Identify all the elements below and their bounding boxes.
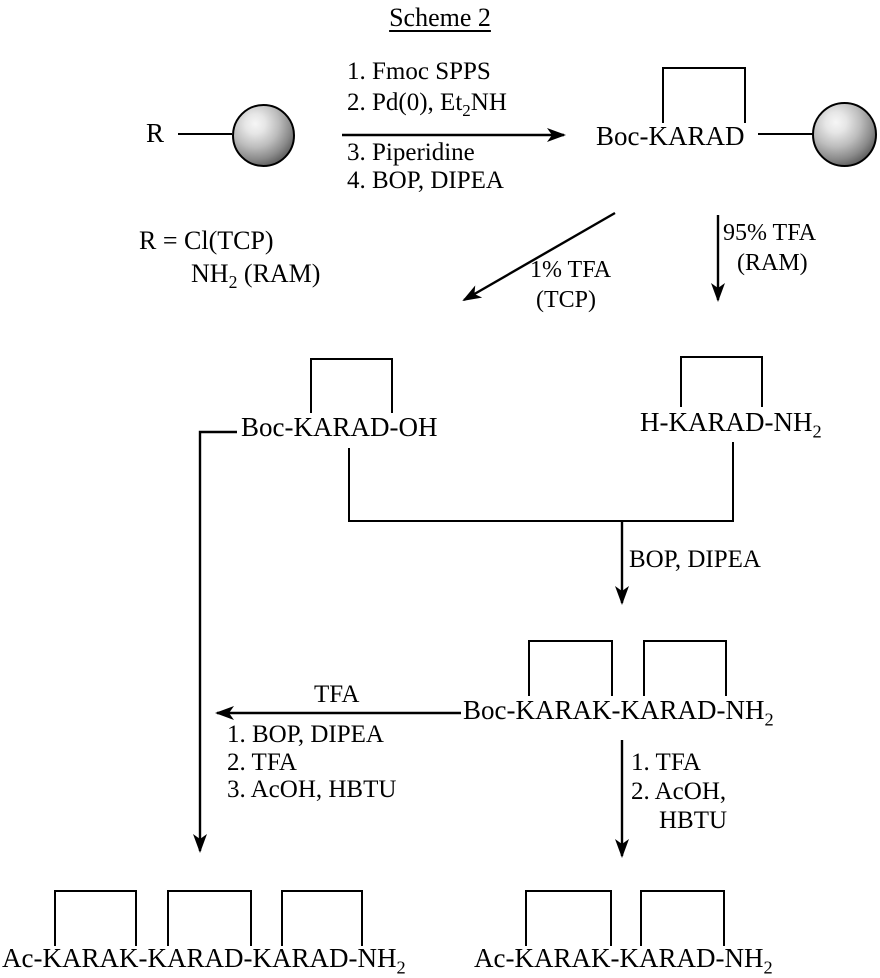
fragment-acid-label: Boc-KARAD-OH — [241, 412, 438, 442]
tcp-cleavage-label-2: (TCP) — [536, 287, 596, 313]
product-right-label: Ac-KARAK-KARAD-NH2 — [474, 943, 773, 978]
lactam-bridge-bracket — [310, 358, 393, 413]
right-branch-line-2: 2. AcOH, — [631, 778, 727, 805]
bond-line — [178, 133, 232, 135]
fragment-join-connector — [348, 448, 350, 522]
fragment-join-connector — [348, 520, 734, 522]
left-branch-line-3: 3. AcOH, HBTU — [227, 776, 397, 803]
reagent-line-4: 4. BOP, DIPEA — [347, 167, 504, 194]
lactam-bridge-bracket — [680, 356, 763, 407]
ram-cleavage-label-2: (RAM) — [737, 250, 808, 276]
coupling-arrow — [615, 522, 629, 605]
r-definition-line-2: NH2 (RAM) — [191, 259, 321, 293]
lactam-bridge-bracket — [525, 890, 612, 946]
reagent-line-1: 1. Fmoc SPPS — [347, 58, 491, 85]
lactam-bridge-bracket — [167, 890, 252, 946]
tcp-cleavage-arrow — [462, 211, 616, 302]
coupled-product-label: Boc-KARAK-KARAD-NH2 — [463, 695, 774, 730]
reagent-line-3: 3. Piperidine — [347, 139, 475, 166]
left-branch-down-arrow — [193, 430, 237, 853]
right-branch-down-arrow — [615, 740, 629, 858]
coupling-label: BOP, DIPEA — [629, 546, 761, 573]
ram-cleavage-arrow — [711, 215, 725, 302]
ram-cleavage-label-1: 95% TFA — [723, 220, 817, 246]
r-definition-line-1: R = Cl(TCP) — [139, 226, 274, 255]
lactam-bridge-bracket — [662, 67, 746, 123]
resin-intermediate-label: Boc-KARAD — [596, 121, 745, 151]
lactam-bridge-bracket — [640, 890, 725, 946]
left-branch-line-2: 2. TFA — [227, 749, 297, 776]
scheme-title: Scheme 2 — [389, 3, 491, 32]
left-reaction-arrow — [215, 706, 461, 720]
tcp-cleavage-label-1: 1% TFA — [530, 257, 612, 283]
bond-line — [758, 133, 813, 135]
product-left-label: Ac-KARAK-KARAD-KARAD-NH2 — [2, 943, 406, 978]
resin-bead-icon — [812, 102, 877, 167]
left-branch-label-above: TFA — [314, 681, 360, 708]
fragment-amide-label: H-KARAD-NH2 — [640, 407, 822, 442]
main-reaction-arrow — [342, 128, 566, 142]
right-branch-line-3: HBTU — [659, 807, 728, 834]
reagent-line-2: 2. Pd(0), Et2NH — [347, 89, 507, 120]
reactant-r-label: R — [146, 118, 165, 148]
resin-bead-icon — [232, 104, 295, 167]
lactam-bridge-bracket — [643, 640, 727, 696]
fragment-join-connector — [732, 442, 734, 522]
lactam-bridge-bracket — [528, 640, 613, 696]
lactam-bridge-bracket — [54, 890, 137, 946]
left-branch-line-1: 1. BOP, DIPEA — [227, 721, 384, 748]
right-branch-line-1: 1. TFA — [631, 749, 701, 776]
lactam-bridge-bracket — [281, 890, 363, 946]
